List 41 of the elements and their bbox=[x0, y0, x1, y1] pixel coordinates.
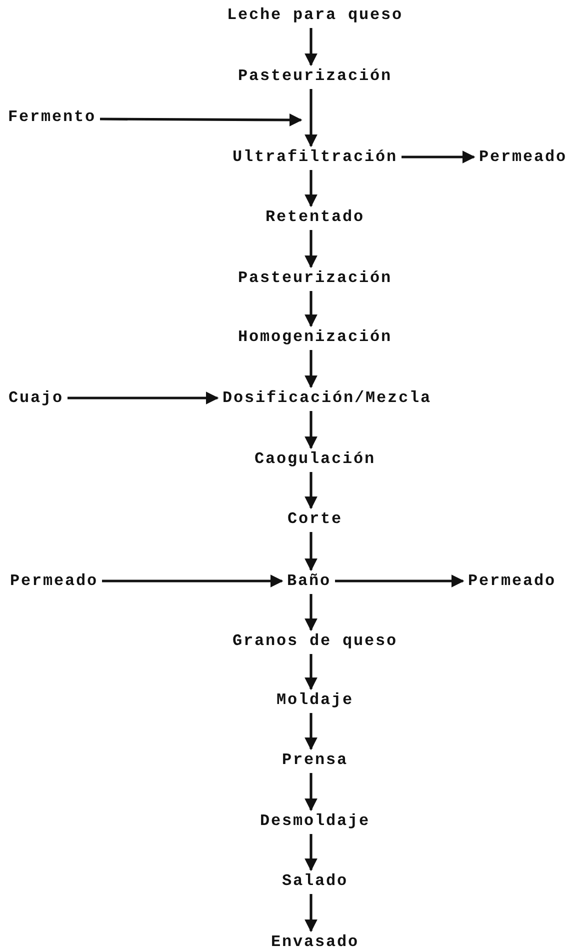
process-step-label: Permeado bbox=[479, 148, 567, 166]
arrow bbox=[304, 472, 318, 510]
process-step-label: Ultrafiltración bbox=[232, 148, 398, 166]
arrow bbox=[100, 113, 302, 126]
arrow bbox=[304, 654, 318, 690]
process-step-label: Prensa bbox=[282, 751, 348, 769]
arrow bbox=[102, 574, 284, 588]
arrow bbox=[304, 713, 318, 750]
process-step-label: Leche para queso bbox=[226, 6, 404, 24]
arrow bbox=[304, 89, 318, 148]
process-step-label: Homogenización bbox=[238, 328, 392, 346]
process-step-label: Permeado bbox=[468, 572, 556, 590]
process-step-label: Dosificación/Mezcla bbox=[222, 389, 432, 407]
arrow bbox=[304, 350, 318, 388]
arrow bbox=[304, 291, 318, 328]
arrow bbox=[304, 834, 318, 872]
process-step-label: Corte bbox=[288, 510, 342, 528]
arrow bbox=[68, 392, 219, 404]
process-step-label: Cuajo bbox=[8, 389, 64, 407]
process-step-label: Baño bbox=[287, 572, 331, 590]
process-step-label: Envasado bbox=[271, 933, 359, 950]
arrow bbox=[304, 594, 318, 632]
arrow bbox=[304, 230, 318, 268]
arrow bbox=[304, 170, 318, 208]
process-step-label: Salado bbox=[282, 872, 348, 890]
process-step-label: Desmoldaje bbox=[260, 812, 370, 830]
arrow bbox=[304, 532, 318, 572]
process-step-label: Granos de queso bbox=[232, 632, 398, 650]
process-step-label: Retentado bbox=[266, 208, 364, 226]
process-step-label: Caogulación bbox=[254, 450, 376, 468]
arrow bbox=[304, 411, 318, 450]
arrow bbox=[304, 773, 318, 812]
arrow bbox=[402, 150, 476, 164]
arrow bbox=[304, 28, 318, 66]
process-step-label: Pasteurización bbox=[238, 269, 392, 287]
arrow bbox=[335, 574, 464, 588]
arrow bbox=[304, 894, 318, 932]
process-step-label: Moldaje bbox=[276, 691, 354, 709]
process-step-label: Permeado bbox=[10, 572, 98, 590]
process-step-label: Fermento bbox=[8, 108, 96, 126]
process-step-label: Pasteurización bbox=[238, 67, 392, 85]
